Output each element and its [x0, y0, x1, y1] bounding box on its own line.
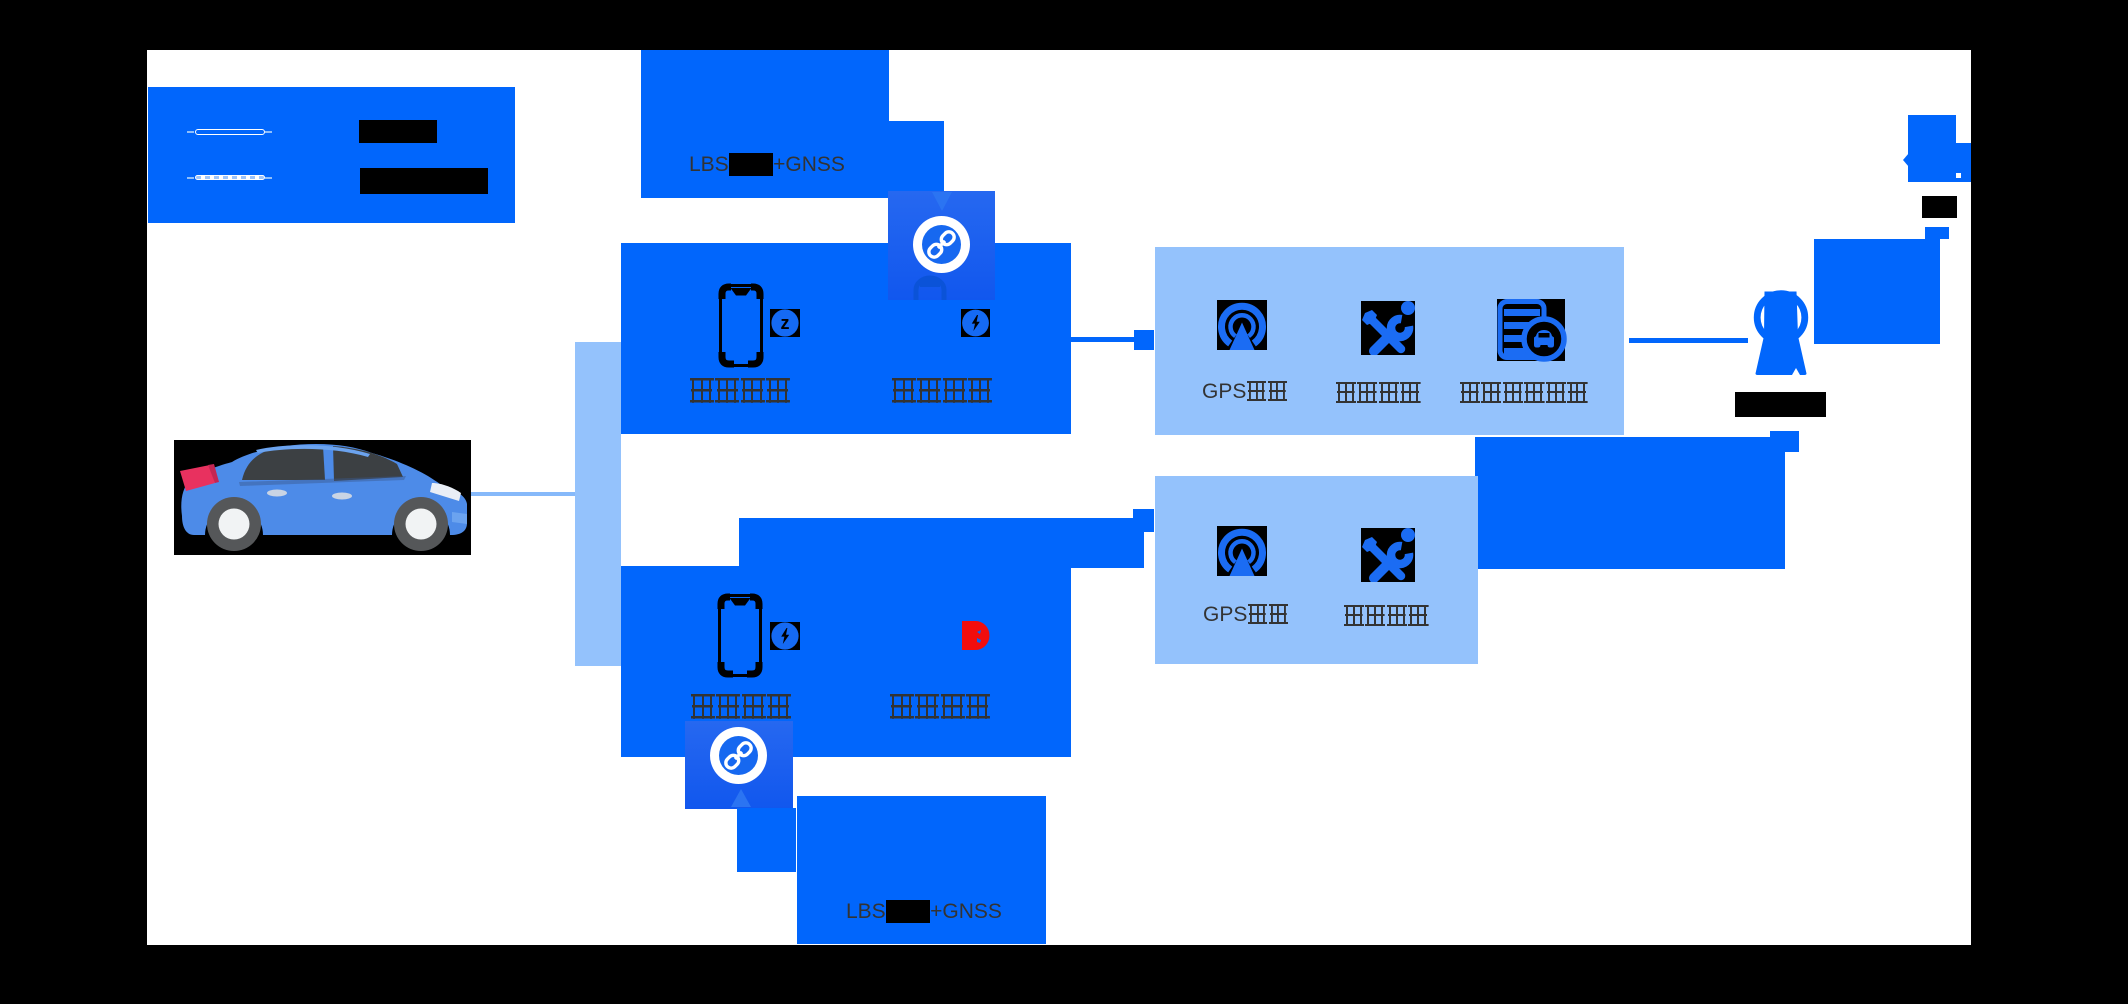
svg-text:z: z: [781, 313, 790, 333]
